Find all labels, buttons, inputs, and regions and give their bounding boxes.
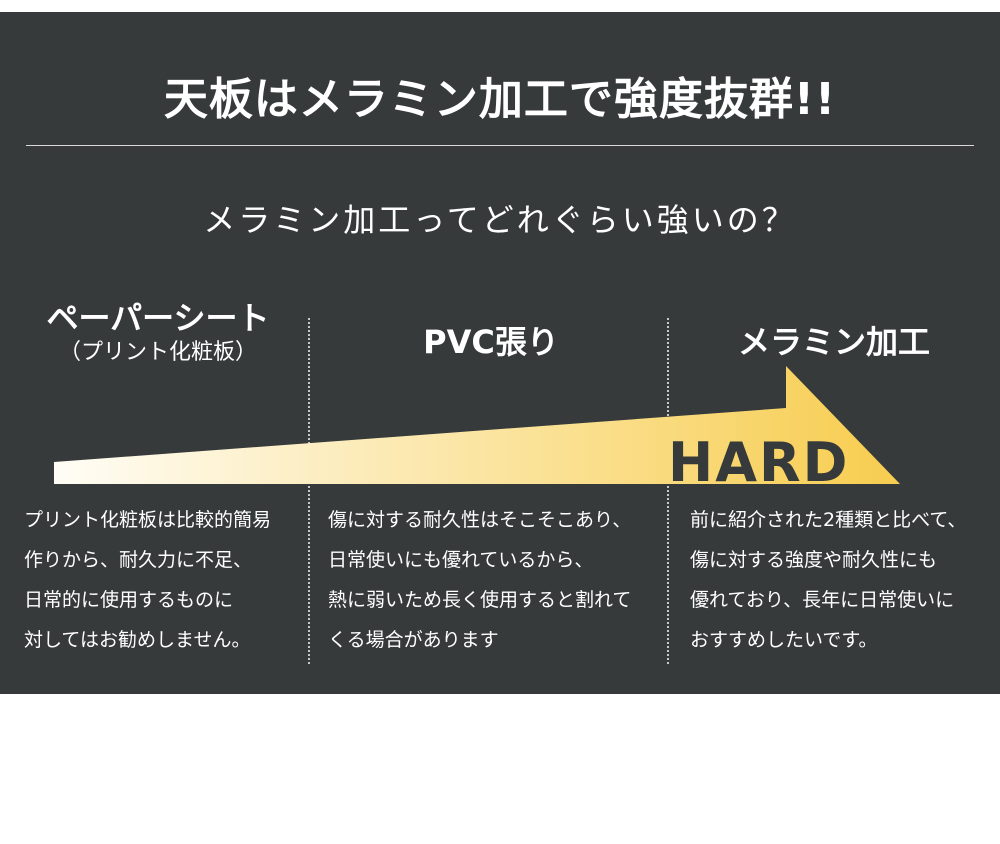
- melamine-heading: メラミン加工: [680, 322, 988, 362]
- hard-label: HARD: [668, 431, 850, 494]
- description-line: 対してはお勧めしません。: [24, 629, 251, 651]
- melamine-title: メラミン加工: [737, 323, 930, 361]
- description-line: プリント化粧板は比較的簡易: [24, 509, 272, 531]
- pvc-heading: PVC張り: [318, 322, 664, 362]
- subheadline: メラミン加工ってどれぐらい強いの？: [203, 201, 797, 239]
- melamine-description: 前に紹介された2種類と比べて、 傷に対する強度や耐久性にも 優れており、長年に日…: [690, 500, 966, 660]
- description-line: 傷に対する強度や耐久性にも: [690, 549, 938, 571]
- headline: 天板はメラミン加工で強度抜群!!: [163, 74, 837, 125]
- strength-wedge-shape: [54, 366, 900, 484]
- headline-divider: [26, 145, 974, 146]
- paper-sheet-subtitle: （プリント化粧板）: [58, 340, 257, 365]
- pvc-title: PVC張り: [423, 323, 559, 361]
- paper-sheet-description: プリント化粧板は比較的簡易 作りから、耐久力に不足、 日常的に使用するものに 対…: [24, 500, 271, 660]
- paper-sheet-heading: ペーパーシート （プリント化粧板）: [20, 298, 296, 368]
- description-line: 優れており、長年に日常使いに: [690, 589, 955, 611]
- description-line: くる場合があります: [328, 629, 499, 651]
- paper-sheet-title: ペーパーシート: [46, 299, 270, 337]
- description-line: おすすめしたいです。: [690, 629, 878, 651]
- pvc-description: 傷に対する耐久性はそこそこあり、 日常使いにも優れているから、 熱に弱いため長く…: [328, 500, 631, 660]
- description-line: 日常使いにも優れているから、: [328, 549, 594, 571]
- strength-arrow: [54, 366, 900, 484]
- description-line: 傷に対する耐久性はそこそこあり、: [328, 509, 632, 531]
- melamine-comparison-panel: 天板はメラミン加工で強度抜群!! メラミン加工ってどれぐらい強いの？ ペーパーシ…: [0, 12, 1000, 694]
- description-line: 日常的に使用するものに: [24, 589, 234, 611]
- column-divider-2: [667, 318, 669, 664]
- description-line: 熱に弱いため長く使用すると割れて: [328, 589, 632, 611]
- description-line: 作りから、耐久力に不足、: [24, 549, 253, 571]
- description-line: 前に紹介された2種類と比べて、: [690, 509, 967, 531]
- column-divider-1: [308, 318, 310, 664]
